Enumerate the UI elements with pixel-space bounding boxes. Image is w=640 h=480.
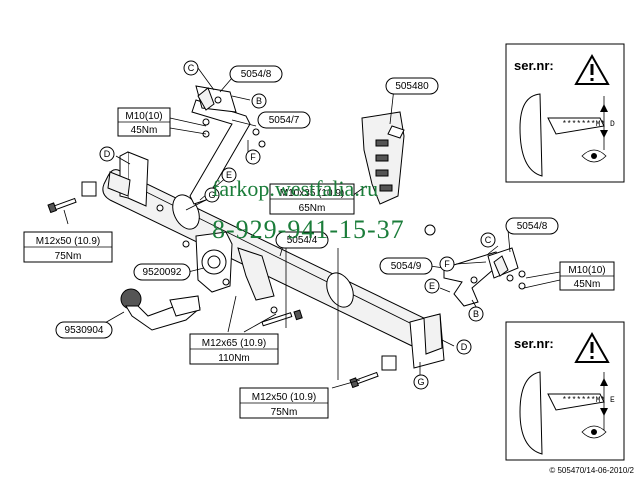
- towball-9530904: [120, 288, 201, 331]
- torque-m10-left-bolt: M10(10): [125, 111, 162, 122]
- letter-g-left: G: [208, 190, 215, 200]
- torque-m12x50-bottom-bolt: M12x50 (10.9): [252, 392, 316, 403]
- small-nuts: [156, 204, 478, 314]
- letter-b-top: B: [256, 96, 262, 106]
- watermark-phone: 8-929-941-15-37: [212, 215, 405, 244]
- callout-5054-8-top: 5054/8: [241, 69, 272, 80]
- callout-5054-9: 5054/9: [391, 261, 422, 272]
- watermark: farkop.westfalia.ru 8-929-941-15-37: [212, 176, 405, 244]
- torque-specs: M10(10) 45Nm M12x50 (10.9) 75Nm M10x35 (…: [23, 107, 615, 419]
- ball-plate-9520092: [195, 231, 275, 301]
- fasteners: [47, 118, 526, 389]
- callout-5054-7: 5054/7: [269, 115, 300, 126]
- right-side-bracket: [409, 313, 445, 369]
- warning-icon: [574, 331, 610, 363]
- serial-title-bottom: ser.nr:: [514, 336, 554, 351]
- letter-b-right: B: [473, 309, 479, 319]
- bolts-right-m10: [506, 270, 526, 290]
- letter-c-right: C: [485, 235, 492, 245]
- torque-m12x65-value: 110Nm: [218, 353, 250, 364]
- torque-m12x50-left-bolt: M12x50 (10.9): [36, 236, 100, 247]
- watermark-site: farkop.westfalia.ru: [212, 176, 378, 201]
- callout-5054-4: 5054/4: [287, 235, 318, 246]
- letter-c-top: C: [188, 63, 195, 73]
- letter-markers: C B D E F G C F E B D G: [99, 60, 496, 390]
- letter-d-left: D: [104, 149, 111, 159]
- letter-d-right: D: [461, 342, 468, 352]
- serial-plate-bottom: *******M* E: [562, 396, 615, 405]
- torque-m10-right-value: 45Nm: [574, 279, 601, 290]
- central-bracket-505480: [361, 111, 405, 205]
- torque-m12x50-left-value: 75Nm: [55, 251, 82, 262]
- washer-left: [81, 181, 97, 197]
- part-callouts: 5054/8 5054/7 505480 5054/4 5054/9 5054/…: [55, 65, 559, 339]
- serial-panel-bottom: ser.nr: *******M* E: [505, 321, 625, 461]
- letter-e-right: E: [429, 281, 435, 291]
- callout-505480: 505480: [395, 81, 429, 92]
- letter-f-right: F: [444, 259, 450, 269]
- bolt-left-m12: [47, 197, 77, 214]
- callout-9520092: 9520092: [143, 267, 182, 278]
- left-top-bracket: [195, 85, 237, 113]
- copyright-text: © 505470/14-06-2010/2: [549, 466, 634, 475]
- torque-m10x35-value: 65Nm: [299, 203, 326, 214]
- eye-icon: [581, 149, 607, 163]
- torque-m12x50-bottom-value: 75Nm: [271, 407, 298, 418]
- serial-panel-top: ser.nr: *******M* D: [505, 43, 625, 183]
- torque-m10-left-value: 45Nm: [131, 125, 158, 136]
- callout-5054-8-right: 5054/8: [517, 221, 548, 232]
- torque-m12x65-bolt: M12x65 (10.9): [202, 338, 266, 349]
- bolt-m12x65: [261, 309, 303, 327]
- torque-m10x35-bolt: M10x35 (10.9): [280, 188, 344, 199]
- serial-plate-top: *******M* D: [562, 120, 615, 129]
- eye-icon: [581, 425, 607, 439]
- callout-9530904: 9530904: [65, 325, 104, 336]
- right-top-bracket: [487, 247, 519, 279]
- letter-f-left: F: [250, 152, 256, 162]
- letter-e-left: E: [226, 170, 232, 180]
- warning-icon: [574, 53, 610, 85]
- torque-m10-right-bolt: M10(10): [568, 265, 605, 276]
- letter-g-bottom: G: [417, 377, 424, 387]
- left-upper-arm: [189, 99, 251, 205]
- left-side-bracket: [107, 151, 149, 207]
- serial-title-top: ser.nr:: [514, 58, 554, 73]
- bolt-m12x50-bottom: [349, 355, 397, 389]
